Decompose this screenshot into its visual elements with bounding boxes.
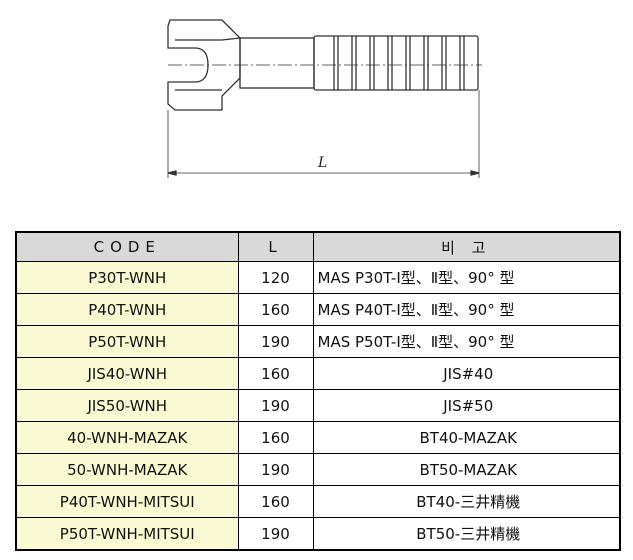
table-row: P40T-WNH-MITSUI 160 BT40-三井精機	[15, 485, 621, 518]
length-cell: 120	[237, 261, 314, 294]
note-cell: MAS P30T-Ⅰ型、Ⅱ型、90° 型	[312, 261, 621, 294]
length-cell: 190	[237, 453, 314, 486]
header-note: 비 고	[312, 231, 621, 262]
note-cell: JIS#50	[312, 389, 621, 422]
wrench-drawing: L	[167, 19, 482, 178]
shaft	[239, 37, 315, 89]
note-cell: BT40-MAZAK	[312, 421, 621, 454]
grip-grooves	[333, 36, 465, 90]
fork-head	[167, 19, 241, 111]
length-cell: 160	[237, 357, 314, 390]
note-cell: MAS P50T-Ⅰ型、Ⅱ型、90° 型	[312, 325, 621, 358]
note-cell: BT50-MAZAK	[312, 453, 621, 486]
dimension-label: L	[317, 155, 327, 171]
note-cell: MAS P40T-Ⅰ型、Ⅱ型、90° 型	[312, 293, 621, 326]
note-cell: BT40-三井精機	[312, 485, 621, 518]
code-cell: JIS50-WNH	[15, 389, 239, 422]
length-cell: 190	[237, 389, 314, 422]
code-cell: 50-WNH-MAZAK	[15, 453, 239, 486]
code-cell: P30T-WNH	[15, 261, 239, 294]
table-row: 50-WNH-MAZAK 190 BT50-MAZAK	[15, 453, 621, 486]
length-cell: 190	[237, 517, 314, 551]
note-cell: BT50-三井精機	[312, 517, 621, 551]
table-row: P50T-WNH 190 MAS P50T-Ⅰ型、Ⅱ型、90° 型	[15, 325, 621, 358]
table-row: P40T-WNH 160 MAS P40T-Ⅰ型、Ⅱ型、90° 型	[15, 293, 621, 326]
length-cell: 160	[237, 485, 314, 518]
note-cell: JIS#40	[312, 357, 621, 390]
code-cell: 40-WNH-MAZAK	[15, 421, 239, 454]
grip	[313, 35, 479, 91]
header-code: CODE	[15, 231, 239, 262]
extension-lines	[167, 90, 480, 178]
code-cell: JIS40-WNH	[15, 357, 239, 390]
code-cell: P50T-WNH	[15, 325, 239, 358]
spec-table: CODE L 비 고 P30T-WNH 120 MAS P30T-Ⅰ型、Ⅱ型、9…	[15, 231, 621, 551]
length-cell: 190	[237, 325, 314, 358]
table-row: 40-WNH-MAZAK 160 BT40-MAZAK	[15, 421, 621, 454]
header-length: L	[237, 231, 314, 262]
code-cell: P40T-WNH	[15, 293, 239, 326]
table-row: P30T-WNH 120 MAS P30T-Ⅰ型、Ⅱ型、90° 型	[15, 261, 621, 294]
table-row: JIS50-WNH 190 JIS#50	[15, 389, 621, 422]
length-cell: 160	[237, 421, 314, 454]
table-row: P50T-WNH-MITSUI 190 BT50-三井精機	[15, 517, 621, 551]
code-cell: P50T-WNH-MITSUI	[15, 517, 239, 551]
length-cell: 160	[237, 293, 314, 326]
table-header: CODE L 비 고	[15, 231, 621, 262]
code-cell: P40T-WNH-MITSUI	[15, 485, 239, 518]
table-row: JIS40-WNH 160 JIS#40	[15, 357, 621, 390]
